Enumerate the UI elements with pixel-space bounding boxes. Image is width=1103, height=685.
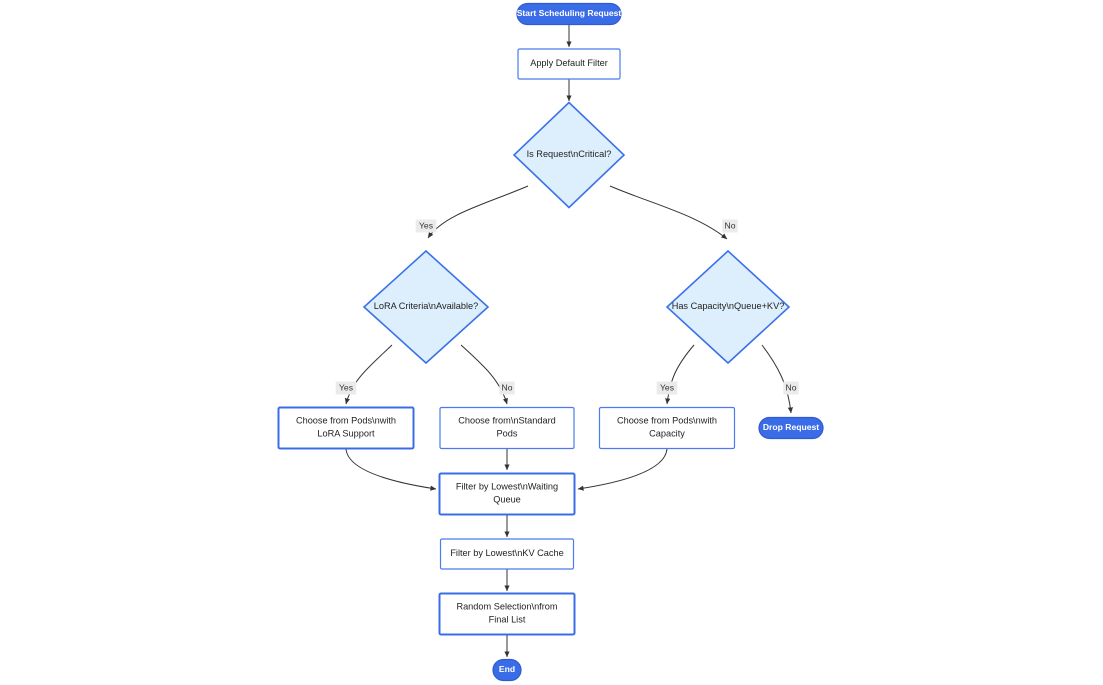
edge-label-text: Yes [419,220,433,230]
node-shape-rect [598,406,736,450]
node-shape-pill [492,658,522,682]
edge-has_capacity-to-choose_capacity_pods [665,344,695,405]
node-label-has_capacity: Has Capacity\nQueue+KV? [672,301,785,311]
edge-lora_criteria_available-to-choose_standard_pods [460,344,508,405]
node-lora_criteria_available[interactable]: LoRA Criteria\nAvailable? [362,249,490,365]
node-shape-rect [439,406,575,450]
node-filter_kv_cache[interactable]: Filter by Lowest\nKV Cache [439,538,575,570]
edge-label-background [415,219,437,233]
edge-label-background [656,381,678,395]
edge-choose_capacity_pods-to-filter_waiting_queue [577,448,668,491]
node-label-start: Start Scheduling Request [517,8,622,18]
edge-lora_criteria_available-to-choose_lora_pods [344,344,393,405]
node-drop_request[interactable]: Drop Request [758,416,824,440]
node-shape-pill [516,2,622,26]
node-label-end: End [499,664,515,674]
edge-has_capacity-to-drop_request [761,344,793,414]
node-apply_default_filter[interactable]: Apply Default Filter [517,48,621,80]
edge-label-text: Yes [660,382,674,392]
edge-label-text: No [502,382,513,392]
edge-label-text: Yes [339,382,353,392]
edge-is_request_critical-to-has_capacity [609,185,728,240]
edge-label-background [722,219,738,233]
node-label-drop_request: Drop Request [763,422,819,432]
node-shape-rect [439,538,575,570]
edge-label-background [499,381,515,395]
node-shape-diamond [362,249,490,365]
node-label-is_request_critical: Is Request\nCritical? [527,149,612,159]
node-shape-pill [758,416,824,440]
node-has_capacity[interactable]: Has Capacity\nQueue+KV? [665,249,791,365]
edge-label-has_capacity-no: No [783,381,799,395]
edge-label-text: No [725,220,736,230]
edge-label-text: No [786,382,797,392]
edges-layer [344,25,793,658]
edge-label-is_request_critical-no: No [722,219,738,233]
edge-label-lora_criteria_available-yes: Yes [335,381,357,395]
node-shape-rect [438,472,576,516]
node-end[interactable]: End [492,658,522,682]
edge-choose_lora_pods-to-filter_waiting_queue [345,448,437,491]
node-label-lora_criteria_available: LoRA Criteria\nAvailable? [374,301,479,311]
edge-label-background [335,381,357,395]
node-is_request_critical[interactable]: Is Request\nCritical? [512,101,626,209]
node-label-filter_kv_cache: Filter by Lowest\nKV Cache [450,548,563,558]
edge-label-lora_criteria_available-no: No [499,381,515,395]
edge-label-background [783,381,799,395]
node-label-apply_default_filter: Apply Default Filter [530,58,608,68]
node-shape-rect [517,48,621,80]
edge-label-has_capacity-yes: Yes [656,381,678,395]
node-shape-rect [438,592,576,636]
edge-is_request_critical-to-lora_criteria_available [427,185,529,239]
node-shape-rect [277,406,415,450]
edge-label-is_request_critical-yes: Yes [415,219,437,233]
node-start[interactable]: Start Scheduling Request [516,2,622,26]
node-shape-diamond [512,101,626,209]
node-shape-diamond [665,249,791,365]
